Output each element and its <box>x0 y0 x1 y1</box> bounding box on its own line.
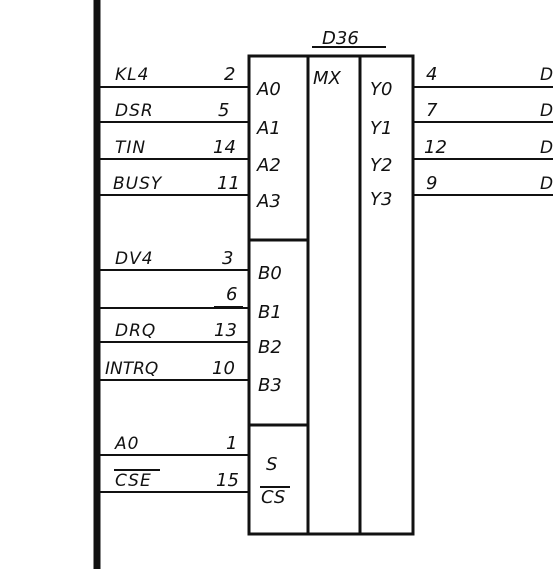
output-port-label: Y3 <box>370 189 392 210</box>
input-row-b0: DV4 3 B0 <box>97 248 282 284</box>
output-row-y2: Y2 12 D <box>370 137 553 176</box>
output-signal-label: D <box>540 138 553 158</box>
input-pin-number: 2 <box>224 64 235 85</box>
output-pin-number: 4 <box>426 64 437 85</box>
input-pin-number: 6 <box>226 284 237 305</box>
input-port-label: B0 <box>258 263 282 284</box>
input-row-chip-select: CSE 15 CS <box>97 469 290 508</box>
input-pin-number: 13 <box>214 320 237 341</box>
output-port-label: Y0 <box>370 79 392 100</box>
input-pin-number: 3 <box>222 248 233 269</box>
input-signal-label: BUSY <box>113 174 163 194</box>
input-row-b2: DRQ 13 B2 <box>97 320 282 358</box>
chip-body <box>247 54 415 536</box>
input-pin-number: 15 <box>216 470 239 491</box>
output-row-y1: Y1 7 D <box>370 100 553 139</box>
input-row-select: A0 1 S <box>97 433 277 475</box>
output-signal-label: D <box>540 101 553 121</box>
chip-designator: D36 <box>322 28 359 49</box>
input-port-label: B1 <box>258 302 282 323</box>
input-row-b3: INTRQ 10 B3 <box>97 358 282 396</box>
input-signal-label: DV4 <box>115 249 154 269</box>
input-signal-label: KL4 <box>115 65 149 85</box>
output-port-label: Y2 <box>370 155 392 176</box>
input-port-label: B2 <box>258 337 282 358</box>
input-port-label: B3 <box>258 375 282 396</box>
input-row-a0: KL4 2 A0 <box>97 64 281 100</box>
input-pin-number: 14 <box>213 137 236 158</box>
input-pin-number: 5 <box>218 100 229 121</box>
output-pin-number: 9 <box>426 173 437 194</box>
input-pin-number: 11 <box>217 173 240 194</box>
input-port-label: A3 <box>256 191 281 212</box>
input-signal-label: DSR <box>115 101 154 121</box>
input-row-b1: 6 B1 <box>97 284 282 323</box>
input-port-label: A0 <box>256 79 281 100</box>
input-port-label: CS <box>261 487 285 508</box>
input-port-label: S <box>266 454 277 475</box>
output-signal-label: D <box>540 65 553 85</box>
output-row-y0: Y0 4 D <box>370 64 553 100</box>
output-signal-label: D <box>540 174 553 194</box>
output-port-label: Y1 <box>370 118 392 139</box>
input-signal-label: CSE <box>115 471 152 491</box>
input-port-label: A2 <box>256 155 281 176</box>
input-signal-label: DRQ <box>115 321 156 341</box>
input-port-label: A1 <box>256 118 281 139</box>
input-signal-label: TIN <box>115 138 146 158</box>
output-row-y3: Y3 9 D <box>370 173 553 210</box>
input-signal-label: A0 <box>114 434 139 454</box>
chip-function: MX <box>313 68 342 89</box>
output-pin-number: 12 <box>424 137 447 158</box>
input-pin-number: 1 <box>226 433 237 454</box>
input-row-a1: DSR 5 A1 <box>97 100 281 139</box>
input-row-a3: BUSY 11 A3 <box>97 173 281 212</box>
input-pin-number: 10 <box>212 358 235 379</box>
input-row-a2: TIN 14 A2 <box>97 137 281 176</box>
output-pin-number: 7 <box>426 100 438 121</box>
input-signal-label: INTRQ <box>105 359 158 379</box>
